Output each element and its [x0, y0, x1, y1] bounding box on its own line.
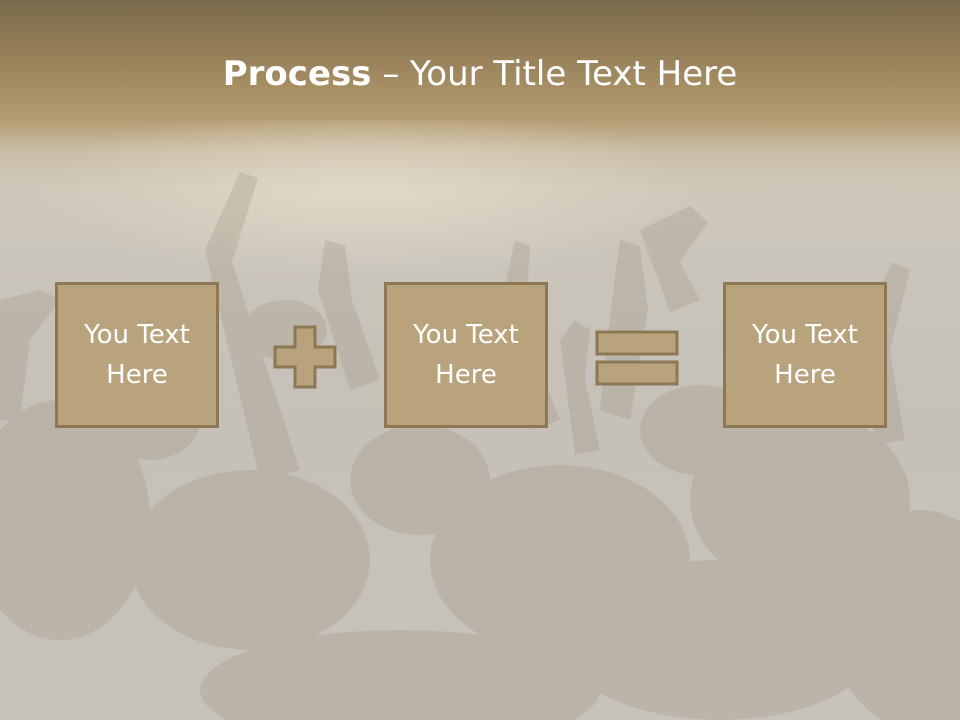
title-rest: – Your Title Text Here [371, 54, 738, 94]
equals-icon [595, 330, 679, 386]
slide-title: Process – Your Title Text Here [0, 52, 960, 96]
box-line2: Here [774, 360, 836, 390]
box-line1: You Text [752, 320, 858, 350]
box-line1: You Text [413, 320, 519, 350]
plus-icon [273, 325, 337, 389]
process-box-3-text: You Text Here [740, 315, 870, 395]
box-line2: Here [435, 360, 497, 390]
box-line1: You Text [84, 320, 190, 350]
box-line2: Here [106, 360, 168, 390]
process-box-1[interactable]: You Text Here [55, 282, 219, 428]
process-box-2[interactable]: You Text Here [384, 282, 548, 428]
process-box-3[interactable]: You Text Here [723, 282, 887, 428]
process-box-1-text: You Text Here [72, 315, 202, 395]
title-bold: Process [222, 54, 372, 94]
process-box-2-text: You Text Here [401, 315, 531, 395]
